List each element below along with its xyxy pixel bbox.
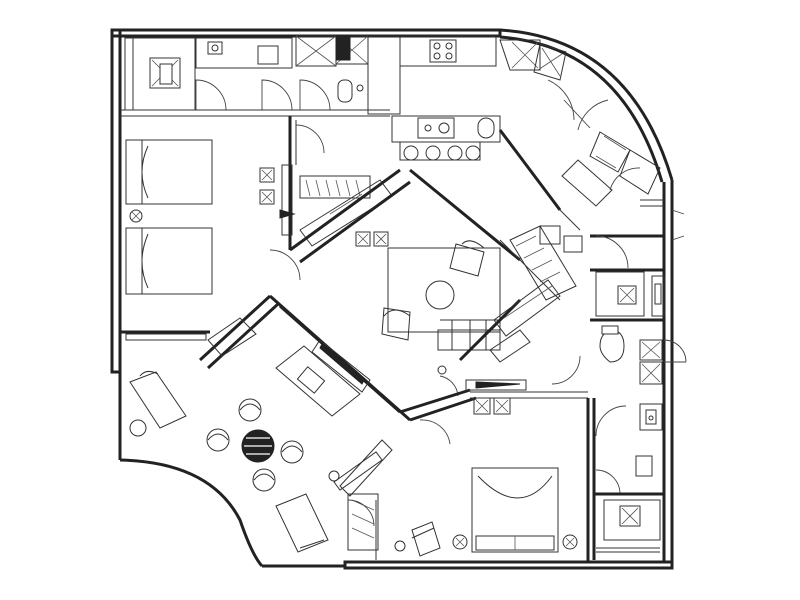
dining-lounge	[129, 294, 459, 553]
closet-top-right	[561, 131, 685, 241]
closet-diagonal	[289, 168, 411, 264]
outer-walls	[110, 28, 674, 570]
living-room	[381, 168, 577, 363]
kitchen	[391, 35, 609, 231]
bathroom-right	[539, 225, 687, 385]
bathroom-bottom-right	[586, 398, 664, 562]
bedroom-left	[120, 116, 325, 341]
bathroom-top-left	[120, 37, 390, 117]
bedroom-bottom	[333, 379, 588, 560]
bathroom-top-center	[295, 35, 401, 115]
